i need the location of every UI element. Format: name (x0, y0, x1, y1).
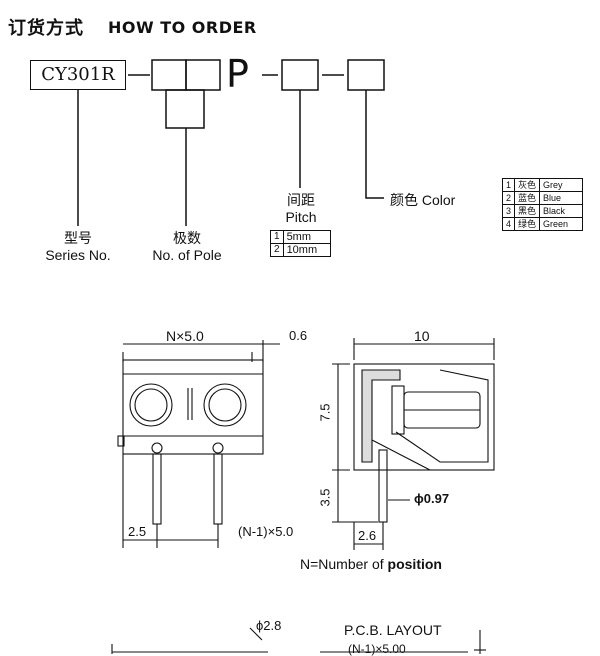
dim-width: N×5.0 (166, 328, 204, 344)
series-caption: 型号 Series No. (36, 230, 120, 264)
color-option-en: Black (539, 204, 584, 218)
pitch-option-num: 1 (270, 230, 284, 244)
color-option-row: 4 绿色 Green (501, 217, 584, 231)
hole-diameter: ϕ2.8 (256, 618, 282, 633)
color-option-en: Blue (539, 191, 584, 205)
pitch-option-row: 2 10mm (270, 243, 331, 257)
color-option-num: 2 (501, 191, 516, 205)
front-view (117, 340, 280, 548)
color-option-row: 1 灰色 Grey (501, 178, 584, 192)
title-chinese: 订货方式 (8, 18, 84, 39)
number-of-position-note: N=Number of position (300, 556, 442, 572)
color-option-row: 3 黑色 Black (501, 204, 584, 218)
dim-pitch: (N-1)×5.0 (238, 524, 294, 539)
dim-pin-offset: 2.5 (128, 524, 147, 539)
color-option-cn: 灰色 (514, 178, 541, 192)
pole-caption: 极数 No. of Pole (140, 230, 234, 264)
pole-box-2 (185, 59, 221, 91)
color-box (347, 59, 385, 91)
pcb-layout-dim: (N-1)×5.00 (348, 642, 406, 656)
p-letter: P (226, 52, 249, 96)
dim-pin-x: 2.6 (358, 528, 377, 543)
pole-caption-en: No. of Pole (152, 247, 222, 263)
pole-box-1 (151, 59, 187, 91)
pole-box-sub (165, 89, 205, 129)
bottom-partial (111, 627, 486, 654)
color-option-num: 3 (501, 204, 516, 218)
pitch-box (281, 59, 319, 91)
color-option-num: 1 (501, 178, 516, 192)
note-bold: position (387, 556, 442, 572)
color-caption: 颜色 Color (390, 192, 456, 208)
note-prefix: N=Number of (300, 556, 388, 572)
series-code-box: CY301R (30, 60, 126, 90)
title-english: HOW TO ORDER (108, 18, 257, 37)
dim-pin-diameter: ϕ0.97 (414, 491, 450, 506)
dim-depth: 10 (414, 328, 430, 344)
pole-caption-cn: 极数 (173, 230, 201, 246)
series-caption-en: Series No. (45, 247, 111, 263)
color-option-en: Green (539, 217, 584, 231)
color-options-table: 1 灰色 Grey 2 蓝色 Blue 3 黑色 Black 4 绿色 Gree… (501, 178, 584, 231)
pitch-caption-cn: 间距 (287, 192, 315, 208)
dim-height: 7.5 (317, 403, 333, 422)
dim-pin-length: 3.5 (317, 488, 333, 507)
pitch-caption-en: Pitch (285, 209, 317, 225)
color-option-cn: 黑色 (514, 204, 541, 218)
series-caption-cn: 型号 (64, 230, 92, 246)
pitch-option-row: 1 5mm (270, 230, 331, 244)
pitch-option-label: 10mm (282, 243, 331, 257)
pitch-option-label: 5mm (282, 230, 331, 244)
pitch-options-table: 1 5mm 2 10mm (270, 230, 331, 257)
pitch-option-num: 2 (270, 243, 284, 257)
pcb-layout-title: P.C.B. LAYOUT (344, 622, 442, 638)
color-option-row: 2 蓝色 Blue (501, 191, 584, 205)
color-option-cn: 蓝色 (514, 191, 541, 205)
side-view (332, 338, 495, 550)
color-option-cn: 绿色 (514, 217, 541, 231)
color-option-en: Grey (539, 178, 584, 192)
pitch-caption: 间距 Pitch (270, 192, 332, 226)
color-option-num: 4 (501, 217, 516, 231)
dim-offset: 0.6 (289, 328, 308, 343)
